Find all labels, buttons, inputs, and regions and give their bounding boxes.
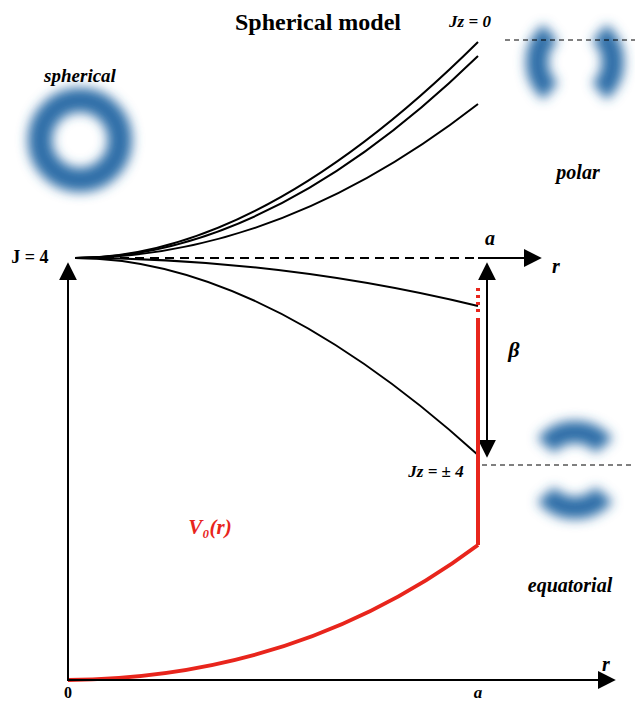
- equatorial-lobe: [546, 432, 604, 446]
- axis-label: a: [485, 227, 495, 249]
- level-label: Jz = 0: [449, 13, 491, 32]
- reference-line: [75, 257, 478, 259]
- reference-line: [482, 465, 635, 466]
- level-label: J = 4: [11, 248, 48, 268]
- title: Spherical model: [235, 9, 401, 35]
- parameter-label: β: [508, 338, 519, 362]
- polar-density: [537, 33, 613, 91]
- state-label: spherical: [44, 66, 116, 87]
- potential-curve: [68, 545, 478, 680]
- reference-line: [505, 40, 635, 41]
- axis-label: 0: [64, 684, 72, 702]
- level-curve: [75, 104, 478, 258]
- level-label: Jz = ± 4: [408, 463, 463, 482]
- spherical-density: [40, 100, 120, 180]
- potential-wall: [476, 318, 480, 545]
- axis-label: r: [602, 653, 610, 675]
- potential-label: V₀(r): [188, 516, 232, 539]
- level-curves: [75, 42, 478, 455]
- axis-arrow: [478, 257, 540, 259]
- equatorial-lobe: [546, 494, 604, 508]
- level-curve: [75, 42, 478, 258]
- state-label: polar: [556, 161, 599, 183]
- potential-wall-dotted: [476, 288, 480, 314]
- level-curve: [75, 56, 478, 258]
- axis-arrow: [67, 679, 614, 681]
- polar-lobe: [599, 33, 613, 91]
- axis-label: a: [474, 683, 483, 702]
- beta-arrow: [486, 264, 488, 456]
- equatorial-density: [546, 432, 604, 508]
- state-label: equatorial: [528, 574, 612, 596]
- level-curve: [75, 258, 478, 306]
- level-curve: [75, 258, 478, 455]
- polar-lobe: [537, 33, 551, 91]
- axis-label: r: [552, 255, 560, 277]
- axis-arrow: [67, 264, 69, 681]
